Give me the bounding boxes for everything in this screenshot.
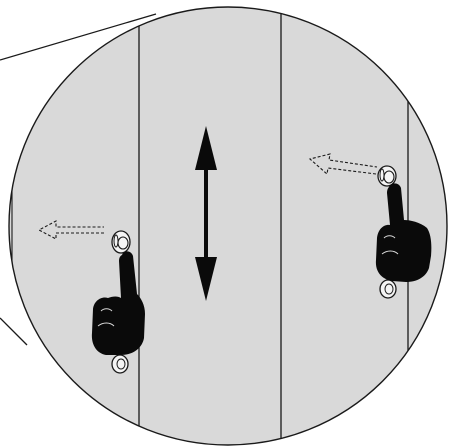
lens-outline bbox=[8, 6, 448, 446]
magnifier-lens bbox=[8, 6, 448, 446]
pull-pin-left-icon bbox=[111, 230, 131, 374]
pointing-hand-left-icon bbox=[91, 251, 145, 355]
lens-fill bbox=[9, 7, 447, 445]
dashed-left-arrow-icon bbox=[308, 153, 378, 176]
dashed-left-arrow-icon bbox=[37, 220, 104, 240]
pull-pin-right-icon bbox=[377, 165, 397, 299]
double-vertical-arrow-icon bbox=[195, 126, 217, 301]
callout-leader-line-bottom bbox=[0, 317, 28, 346]
callout-leader-line-top bbox=[0, 13, 157, 61]
pointing-hand-right-icon bbox=[375, 183, 432, 282]
